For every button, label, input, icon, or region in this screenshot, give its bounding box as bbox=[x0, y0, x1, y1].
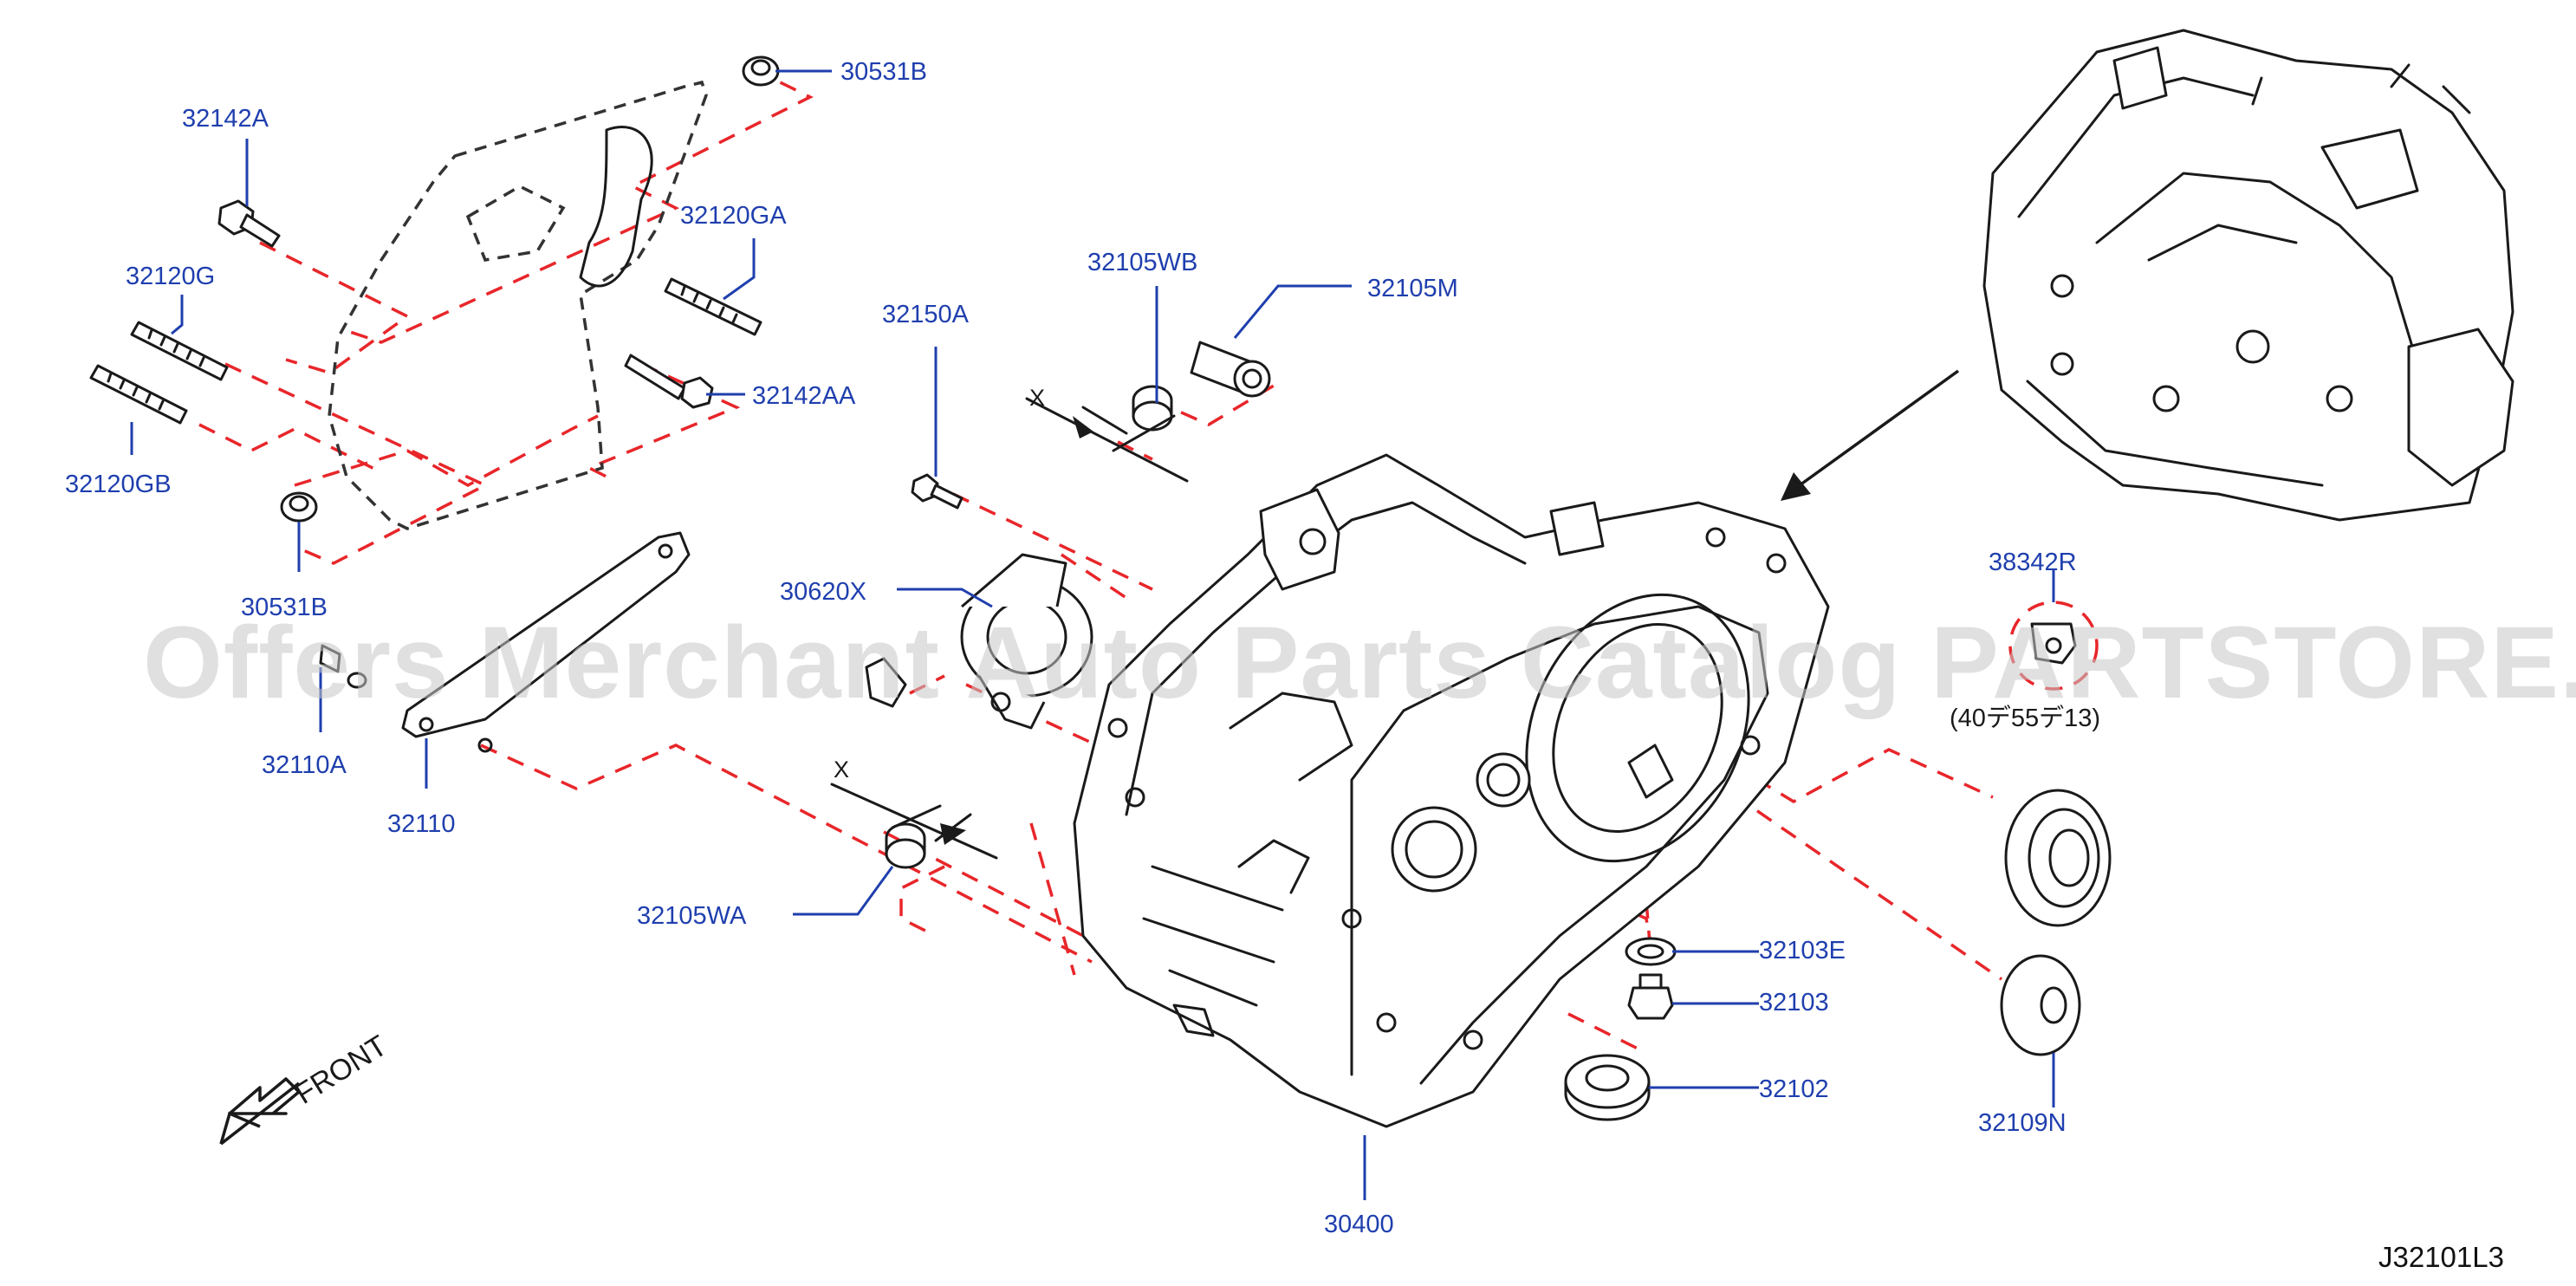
bushing-32105WB bbox=[1132, 385, 1173, 432]
label-32109N: 32109N bbox=[1978, 1109, 2067, 1137]
bolt-32142AA bbox=[624, 354, 714, 409]
leader-lines bbox=[130, 69, 2055, 1200]
washer-32103E bbox=[1625, 937, 1677, 966]
label-32120G: 32120G bbox=[126, 263, 215, 290]
nut-30531B-top bbox=[742, 55, 780, 87]
label-32110A: 32110A bbox=[262, 751, 347, 779]
shield-bracket-outline bbox=[328, 80, 708, 530]
label-32103E: 32103E bbox=[1759, 937, 1846, 964]
label-32142AA: 32142AA bbox=[752, 382, 856, 410]
dimension-x-upper: X bbox=[1029, 385, 1045, 411]
front-direction-arrow-icon bbox=[219, 1077, 301, 1146]
stud-32120GB bbox=[89, 364, 188, 425]
bushing-32105M bbox=[1190, 341, 1271, 398]
bolt-32150A bbox=[911, 473, 964, 510]
assembly-pointer-arrow bbox=[1781, 369, 1960, 501]
cap-32109N bbox=[2000, 954, 2081, 1056]
pin-32110A bbox=[319, 644, 367, 689]
dimension-marker-lower bbox=[830, 783, 998, 860]
label-32110: 32110 bbox=[387, 810, 456, 838]
label-32105M: 32105M bbox=[1367, 275, 1458, 302]
diagram-reference-code: J32101L3 bbox=[2378, 1241, 2504, 1273]
oil-seal-bearing bbox=[2004, 789, 2112, 927]
stud-32120GA bbox=[664, 277, 762, 336]
watermark: Offers Merchant Auto Parts Catalog PARTS… bbox=[143, 606, 2576, 720]
dimension-marker-upper bbox=[1025, 397, 1189, 483]
assembled-transmission bbox=[1982, 29, 2514, 522]
plug-32103 bbox=[1627, 973, 1674, 1020]
label-30531B-top: 30531B bbox=[840, 58, 927, 86]
label-32150A: 32150A bbox=[882, 301, 970, 328]
part-number-labels: 30531B 32142A 32120GA 32120G 32142AA 321… bbox=[65, 58, 2100, 1238]
sensor-38342R bbox=[2008, 601, 2099, 691]
label-32120GB: 32120GB bbox=[65, 471, 172, 498]
label-32103: 32103 bbox=[1759, 989, 1829, 1016]
parts bbox=[89, 29, 2514, 1146]
label-30620X: 30620X bbox=[780, 578, 866, 606]
label-30531B-bottom: 30531B bbox=[241, 594, 328, 621]
label-30400: 30400 bbox=[1324, 1211, 1394, 1238]
dimension-x-lower: X bbox=[834, 757, 849, 783]
front-label: FRONT bbox=[289, 1029, 393, 1111]
seal-32102 bbox=[1564, 1054, 1651, 1121]
label-32142A: 32142A bbox=[182, 105, 269, 133]
bushing-32105WA bbox=[885, 822, 926, 869]
label-32105WA: 32105WA bbox=[637, 902, 747, 930]
label-32120GA: 32120GA bbox=[680, 202, 787, 230]
label-32102: 32102 bbox=[1759, 1075, 1829, 1103]
bolt-32142A bbox=[217, 199, 281, 248]
plate-32110 bbox=[401, 531, 691, 753]
nut-30531B-bottom bbox=[280, 491, 318, 523]
label-32105WB: 32105WB bbox=[1087, 249, 1197, 276]
sensor-size-note: (40デ55デ13) bbox=[1950, 704, 2100, 732]
transmission-case-30400 bbox=[1073, 453, 1830, 1128]
release-bearing-30620X bbox=[865, 553, 1093, 730]
stud-32120G bbox=[130, 321, 229, 381]
label-38342R: 38342R bbox=[1989, 549, 2077, 576]
